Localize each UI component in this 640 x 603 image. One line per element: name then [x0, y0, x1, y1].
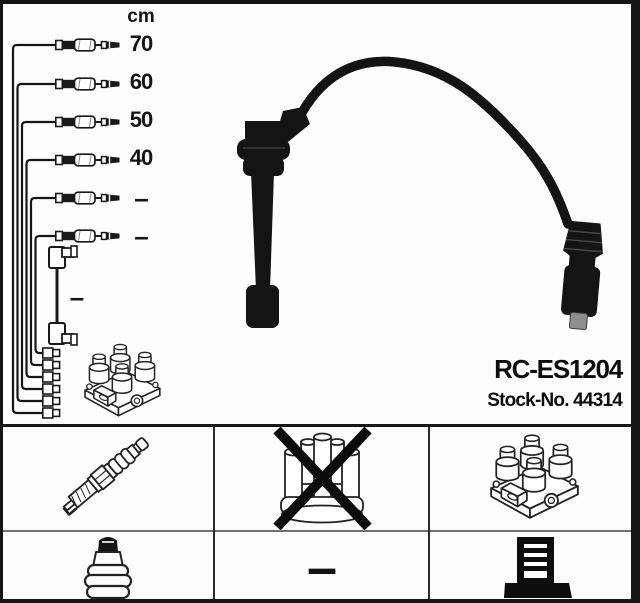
lead-distributor-end: [560, 220, 603, 330]
length-label-3: 50: [129, 107, 153, 132]
lead-pictogram-row-2: [55, 77, 121, 91]
plug-terminal-cover-icon: [83, 537, 133, 600]
coil-pack-small-drawing: [85, 344, 160, 415]
connector-stack: [42, 347, 61, 419]
lead-pictogram-row-3: [55, 115, 121, 129]
frame-right-border: [631, 0, 640, 603]
cross-out-mark: [273, 426, 372, 531]
length-label-5: –: [134, 183, 148, 213]
table-column-divider-1: [213, 427, 215, 599]
lead-pictogram-row-5: [55, 191, 121, 205]
frame-bottom-border: [0, 599, 640, 603]
stock-number: Stock-No. 44314: [487, 390, 623, 411]
lead-pictogram-row-6: [55, 229, 121, 243]
terminal-post-icon: [504, 537, 572, 598]
ignition-coil-pack-icon: [491, 435, 578, 518]
spark-plug-icon: [62, 437, 149, 516]
length-label-4: 40: [129, 145, 153, 170]
lead-pictogram-row-4: [55, 153, 121, 167]
table-column-divider-2: [428, 427, 430, 599]
ignition-lead-photo-drawing: [237, 56, 603, 330]
product-id-block: RC-ES1204 Stock-No. 44314: [487, 354, 623, 411]
table-top-border: [0, 424, 631, 427]
coil-lead-length-label: –: [69, 282, 85, 312]
part-number: RC-ES1204: [494, 354, 623, 384]
lead-pictogram-row-1: [55, 38, 121, 52]
table-empty-cell-dash: –: [306, 538, 338, 598]
length-label-2: 60: [129, 69, 153, 94]
length-bracket-lines: [11, 43, 55, 415]
unit-label: cm: [127, 6, 155, 27]
frame-left-border: [0, 0, 3, 603]
length-label-6: –: [134, 221, 148, 251]
distributor-cap-crossed-out-icon: [273, 426, 372, 531]
table-row-divider: [0, 530, 631, 532]
length-label-1: 70: [129, 31, 153, 56]
coil-lead-pictogram: [48, 245, 78, 346]
frame-top-border: [0, 0, 633, 4]
